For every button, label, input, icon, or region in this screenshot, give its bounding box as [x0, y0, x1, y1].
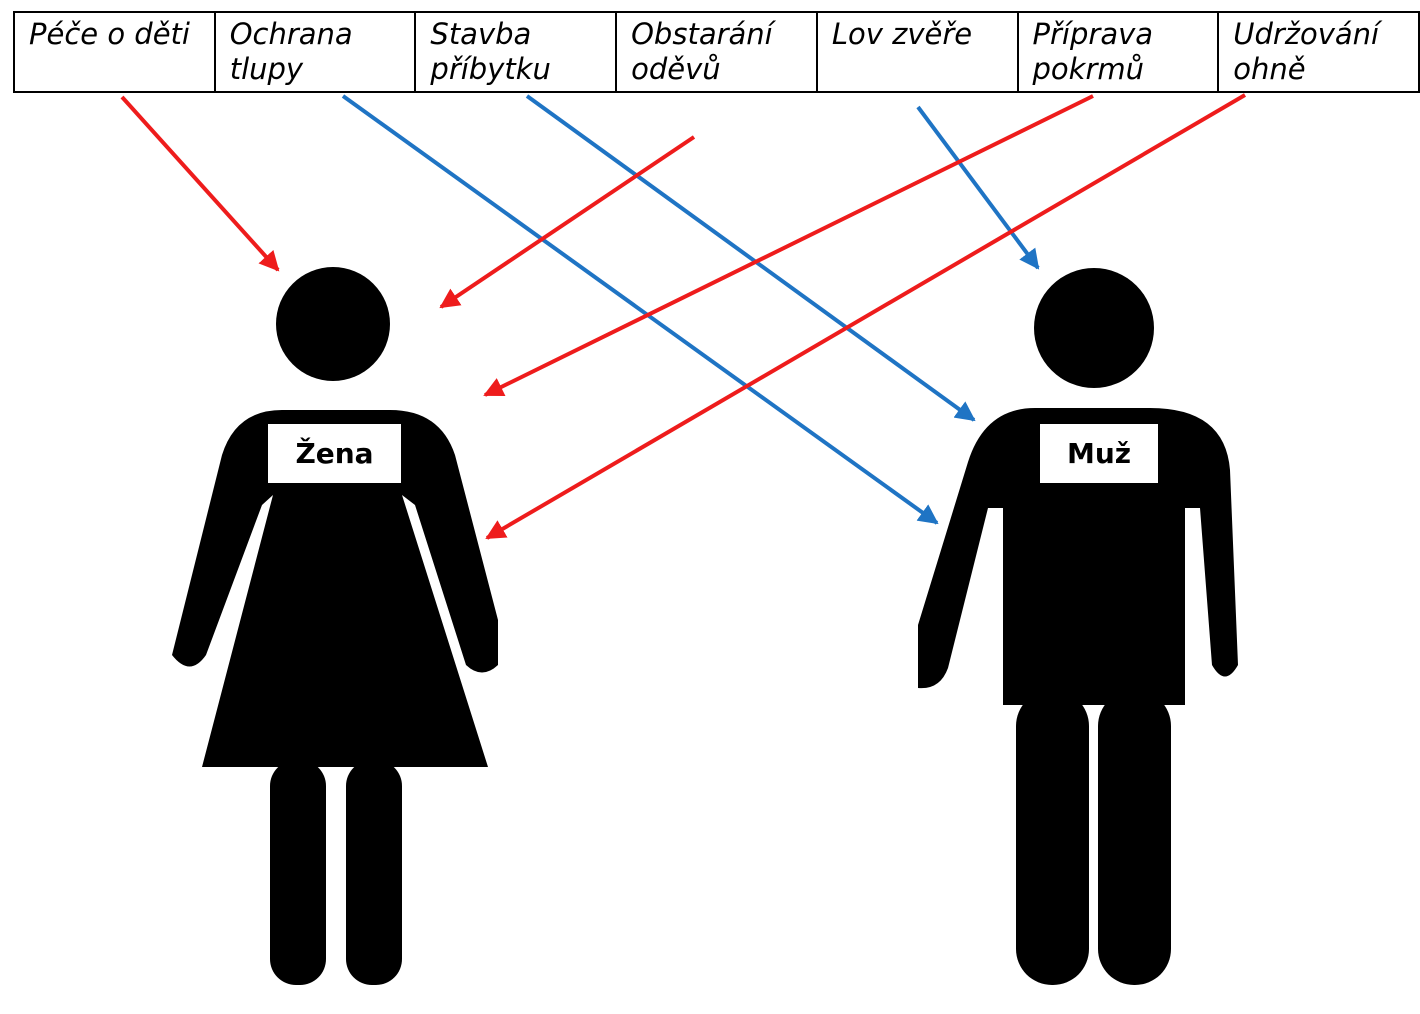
task-cell-ochrana-tlupy: Ochrana tlupy [213, 11, 417, 93]
arrow-stavba-pribytku [525, 94, 976, 422]
task-cell-obstarani-odevu: Obstarání oděvů [615, 11, 818, 93]
task-cell-pece-o-deti: Péče o děti [13, 11, 216, 93]
arrow-lov-zvere [916, 105, 1040, 270]
task-cell-priprava-pokrmu: Příprava pokrmů [1016, 11, 1220, 93]
arrow-ochrana-tlupy [341, 94, 939, 525]
arrow-obstarani-odevu [439, 135, 696, 309]
woman-figure-icon [172, 267, 498, 985]
man-label: Muž [1040, 424, 1158, 483]
task-cell-lov-zvere: Lov zvěře [815, 11, 1019, 93]
assignment-arrows [120, 93, 1247, 540]
arrow-pece-o-deti [120, 95, 280, 272]
task-cell-stavba-pribytku: Stavba příbytku [414, 11, 618, 93]
arrow-udrzovani-ohne [485, 93, 1247, 540]
task-row: Péče o děti Ochrana tlupy Stavba příbytk… [13, 11, 1420, 93]
woman-label: Žena [268, 424, 401, 483]
man-figure-icon [918, 268, 1238, 985]
task-cell-udrzovani-ohne: Udržování ohně [1217, 11, 1420, 93]
task-table: Péče o děti Ochrana tlupy Stavba příbytk… [13, 11, 1420, 93]
arrow-priprava-pokrmu [483, 94, 1094, 397]
